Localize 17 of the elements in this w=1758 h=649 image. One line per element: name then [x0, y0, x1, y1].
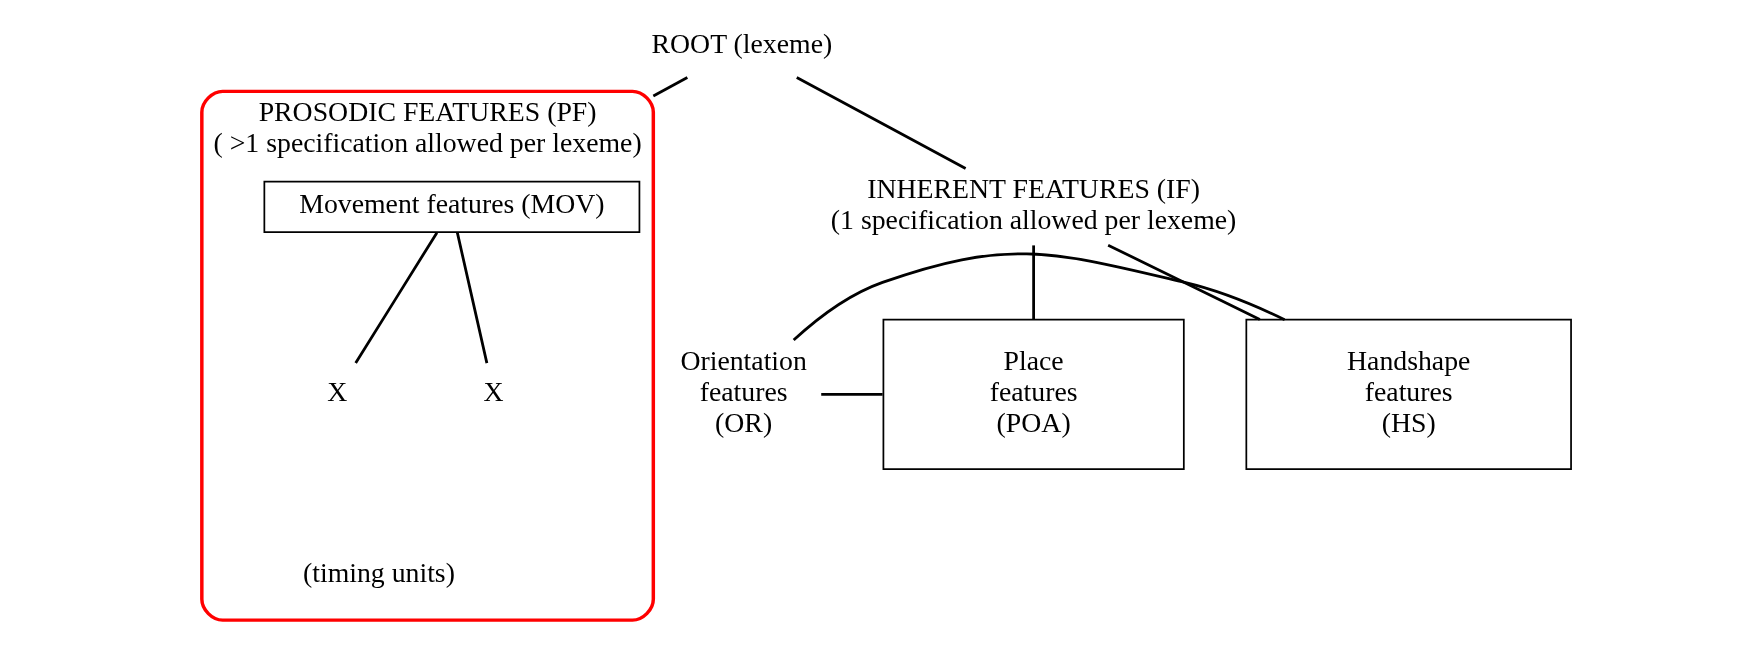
node-text: Orientation features (OR): [679, 344, 807, 439]
connector: [792, 252, 1285, 342]
connector: [354, 231, 438, 364]
connector: [820, 393, 883, 396]
connector: [652, 76, 688, 98]
node-box: Movement features (MOV): [263, 180, 640, 233]
node-box: Place features (POA): [882, 318, 1185, 470]
node-text: X: [483, 375, 504, 407]
connector: [1107, 243, 1260, 321]
node-text: INHERENT FEATURES (IF) (1 specification allowed per lexeme): [830, 172, 1236, 236]
node-box: Handshape features (HS): [1244, 318, 1572, 470]
connector: [1031, 245, 1035, 320]
connector: [455, 232, 488, 364]
node-text: X: [326, 375, 347, 407]
connector: [795, 76, 966, 170]
node-text: ROOT (lexeme): [651, 27, 832, 59]
label: (timing units): [302, 556, 455, 588]
